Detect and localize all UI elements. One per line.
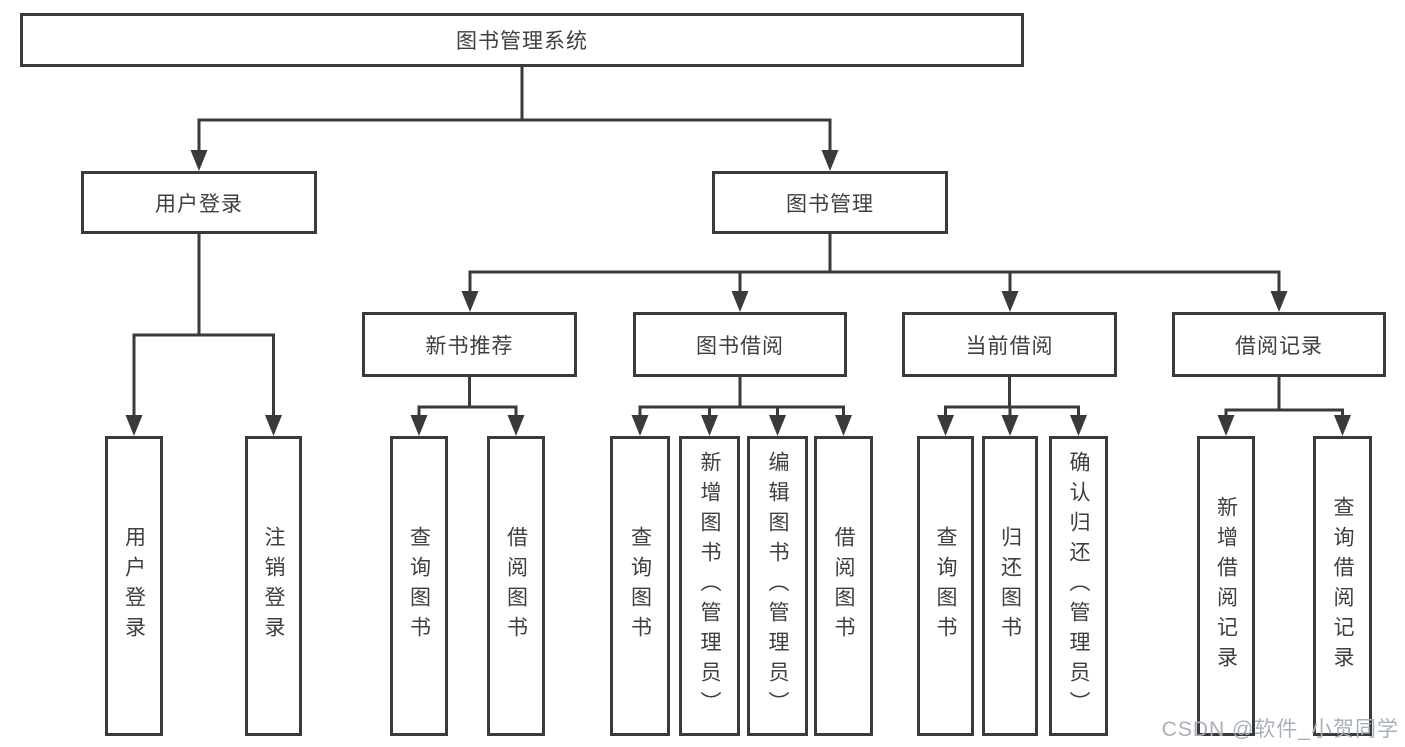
leaf-records-add-record: 新增借阅记录 [1197,436,1255,736]
leaf-label: 借阅图书 [504,526,528,646]
leaf-records-query-record: 查询借阅记录 [1313,436,1372,736]
leaf-label: 新增借阅记录 [1214,496,1238,676]
leaf-label: 归还图书 [998,526,1022,646]
leaf-borrow-add-books-admin: 新增图书（管理员） [679,436,740,736]
node-label: 当前借阅 [965,334,1054,358]
connector-current-borrowing [937,377,1087,436]
leaf-newbook-borrow-books: 借阅图书 [487,436,545,736]
leaf-newbook-query-books: 查询图书 [390,436,448,736]
node-new-book-recommend: 新书推荐 [362,312,577,377]
node-root-label: 图书管理系统 [456,30,588,53]
leaf-current-query-books: 查询图书 [917,436,974,736]
leaf-user-login: 用户登录 [105,436,163,736]
leaf-label: 用户登录 [122,526,146,646]
connector-new-book-recommend [410,377,525,436]
leaf-label: 查询图书 [934,526,957,646]
csdn-watermark: CSDN @软件_小贺同学 [1161,718,1399,741]
connector-book-borrowing [631,377,852,436]
leaf-logout: 注销登录 [245,436,302,736]
node-borrowing-records: 借阅记录 [1172,312,1386,377]
node-root: 图书管理系统 [20,13,1024,67]
node-user-login-branch: 用户登录 [81,171,317,234]
leaf-label: 编辑图书（管理员） [766,451,789,721]
node-label: 借阅记录 [1235,334,1323,358]
connector-book-management [461,234,1288,312]
leaf-label: 注销登录 [262,526,285,646]
leaf-label: 新增图书（管理员） [698,451,721,721]
leaf-label: 查询借阅记录 [1331,496,1354,676]
leaf-label: 借阅图书 [832,526,855,646]
leaf-current-return-books: 归还图书 [982,436,1038,736]
leaf-borrow-borrow-books: 借阅图书 [814,436,873,736]
leaf-label: 查询图书 [628,526,652,646]
connector-user-login [125,234,282,436]
node-book-management: 图书管理 [712,171,948,234]
node-label: 图书管理 [786,192,874,216]
connector-root [190,67,839,171]
node-label: 用户登录 [155,192,243,216]
leaf-borrow-edit-books-admin: 编辑图书（管理员） [747,436,808,736]
node-book-borrowing: 图书借阅 [633,312,847,377]
leaf-borrow-query-books: 查询图书 [610,436,670,736]
node-label: 图书借阅 [696,334,784,358]
connector-borrowing-records [1217,377,1351,436]
leaf-label: 确认归还（管理员） [1067,451,1090,721]
node-current-borrowing: 当前借阅 [902,312,1117,377]
leaf-current-confirm-return-admin: 确认归还（管理员） [1049,436,1108,736]
leaf-label: 查询图书 [407,526,431,646]
node-label: 新书推荐 [425,334,514,358]
